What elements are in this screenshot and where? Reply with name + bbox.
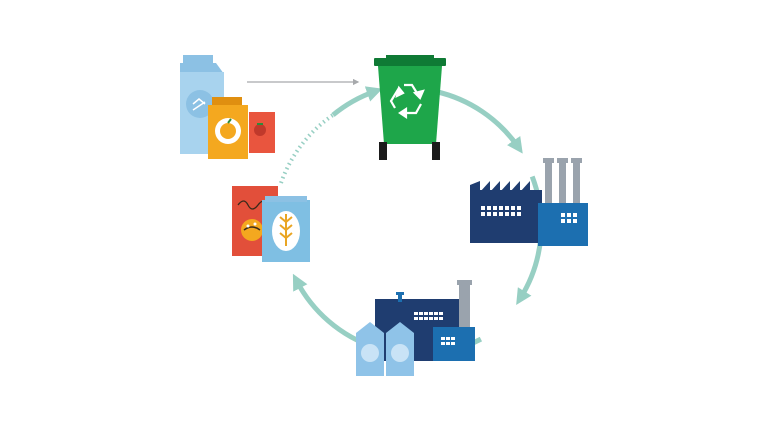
paper-mill-icon bbox=[470, 158, 588, 246]
recycling-bin-icon bbox=[374, 55, 446, 160]
silo-right-icon bbox=[386, 322, 414, 376]
plant-windows bbox=[414, 312, 455, 345]
cereal-boxes-icon bbox=[232, 186, 310, 262]
tomato-carton-icon bbox=[249, 112, 275, 153]
silo-left-icon bbox=[356, 322, 384, 376]
juice-carton-icon bbox=[208, 97, 248, 159]
mill-windows bbox=[481, 206, 577, 223]
cycle-dotted-boxes-to-bin bbox=[279, 113, 335, 184]
recycle-symbol-icon bbox=[389, 83, 425, 120]
cycle-arrow-into-bin bbox=[331, 86, 383, 117]
cycle-arrow-bin-to-mill bbox=[435, 89, 523, 154]
packaging-plant-icon bbox=[356, 280, 475, 376]
wheat-icon bbox=[279, 214, 293, 246]
food-cartons-icon bbox=[180, 55, 275, 159]
